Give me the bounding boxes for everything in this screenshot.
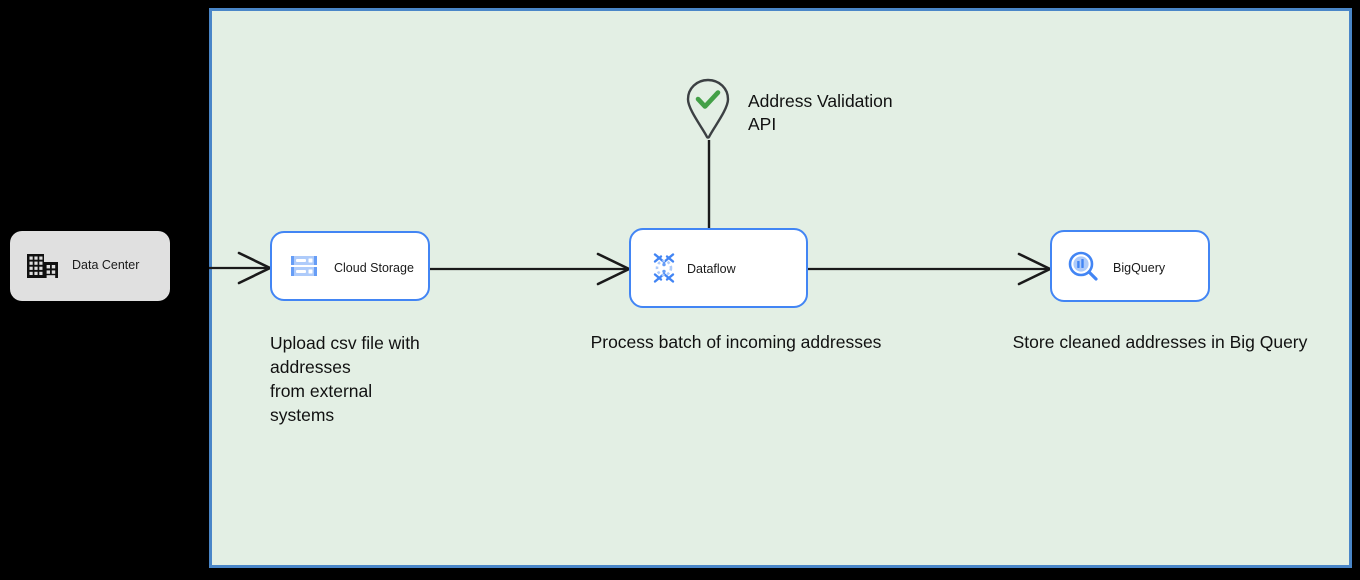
node-cloud-storage[interactable] (270, 231, 430, 301)
cloud-storage-icon (291, 256, 317, 276)
caption-line: from external (270, 381, 373, 401)
caption-line: Upload csv file with (270, 333, 420, 353)
map-pin-check-icon (686, 78, 730, 139)
node-cloud-storage-label: Cloud Storage (334, 261, 414, 275)
node-dataflow[interactable] (629, 228, 808, 308)
bigquery-icon (1068, 251, 1098, 281)
node-data-center-label: Data Center (72, 258, 140, 272)
node-dataflow-label: Dataflow (687, 262, 736, 276)
caption-line: addresses (270, 357, 351, 377)
node-bigquery-label: BigQuery (1113, 261, 1166, 275)
caption-line: systems (270, 405, 335, 425)
office-building-icon (27, 254, 58, 278)
api-label-line-2: API (748, 114, 777, 134)
api-label: Address Validation API (748, 90, 978, 136)
dataflow-icon (653, 253, 675, 283)
caption-bigquery: Store cleaned addresses in Big Query (1012, 332, 1308, 352)
api-label-line-1: Address Validation (748, 91, 893, 111)
caption-cloud-storage: Upload csv file with addresses from exte… (270, 331, 530, 427)
caption-dataflow: Process batch of incoming addresses (590, 332, 882, 352)
